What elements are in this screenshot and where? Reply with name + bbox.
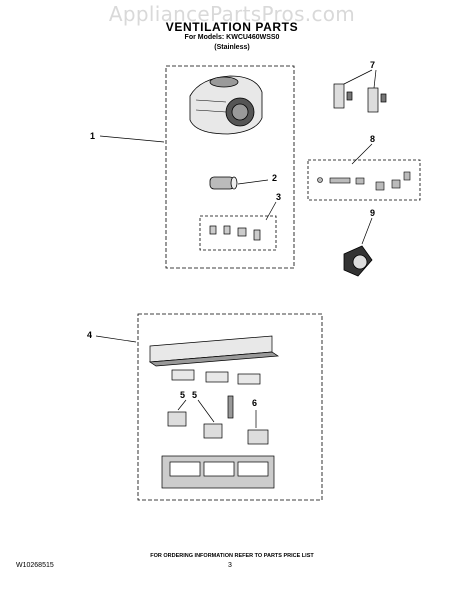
callout-2: 2 [272,173,278,183]
callout-4: 4 [87,330,93,340]
page-number: 3 [228,562,232,569]
callout-1: 1 [90,131,96,141]
group-box-part-8 [307,159,421,201]
document-number: W10268515 [16,562,54,569]
watermark-text: AppliancePartsPros.com [108,2,356,26]
callout-9: 9 [370,208,376,218]
thermal-switch-part [343,245,373,277]
leader-lines [95,69,377,428]
model-line: For Models: KWCU460WSS0 [184,34,280,41]
callout-7: 7 [370,60,376,70]
callout-6: 6 [252,398,258,408]
bracket-part-7 [333,83,387,113]
capacitor-part [209,176,238,190]
callout-3: 3 [276,192,282,202]
page-title: VENTILATION PARTS [165,20,299,34]
callout-5a: 5 [180,390,186,400]
control-panel-part [148,335,280,489]
group-box-control-panel [137,313,323,501]
model-variant: (Stainless) [214,44,250,51]
group-box-small-parts-3 [199,215,277,251]
switch-parts-5-6 [167,395,269,445]
group-box-blower [165,65,295,269]
ordering-note: FOR ORDERING INFORMATION REFER TO PARTS … [150,553,314,559]
callout-5b: 5 [192,390,198,400]
blower-motor-part [189,75,263,135]
callout-8: 8 [370,134,376,144]
small-clips-part [209,225,261,241]
hardware-part-8 [317,171,411,191]
